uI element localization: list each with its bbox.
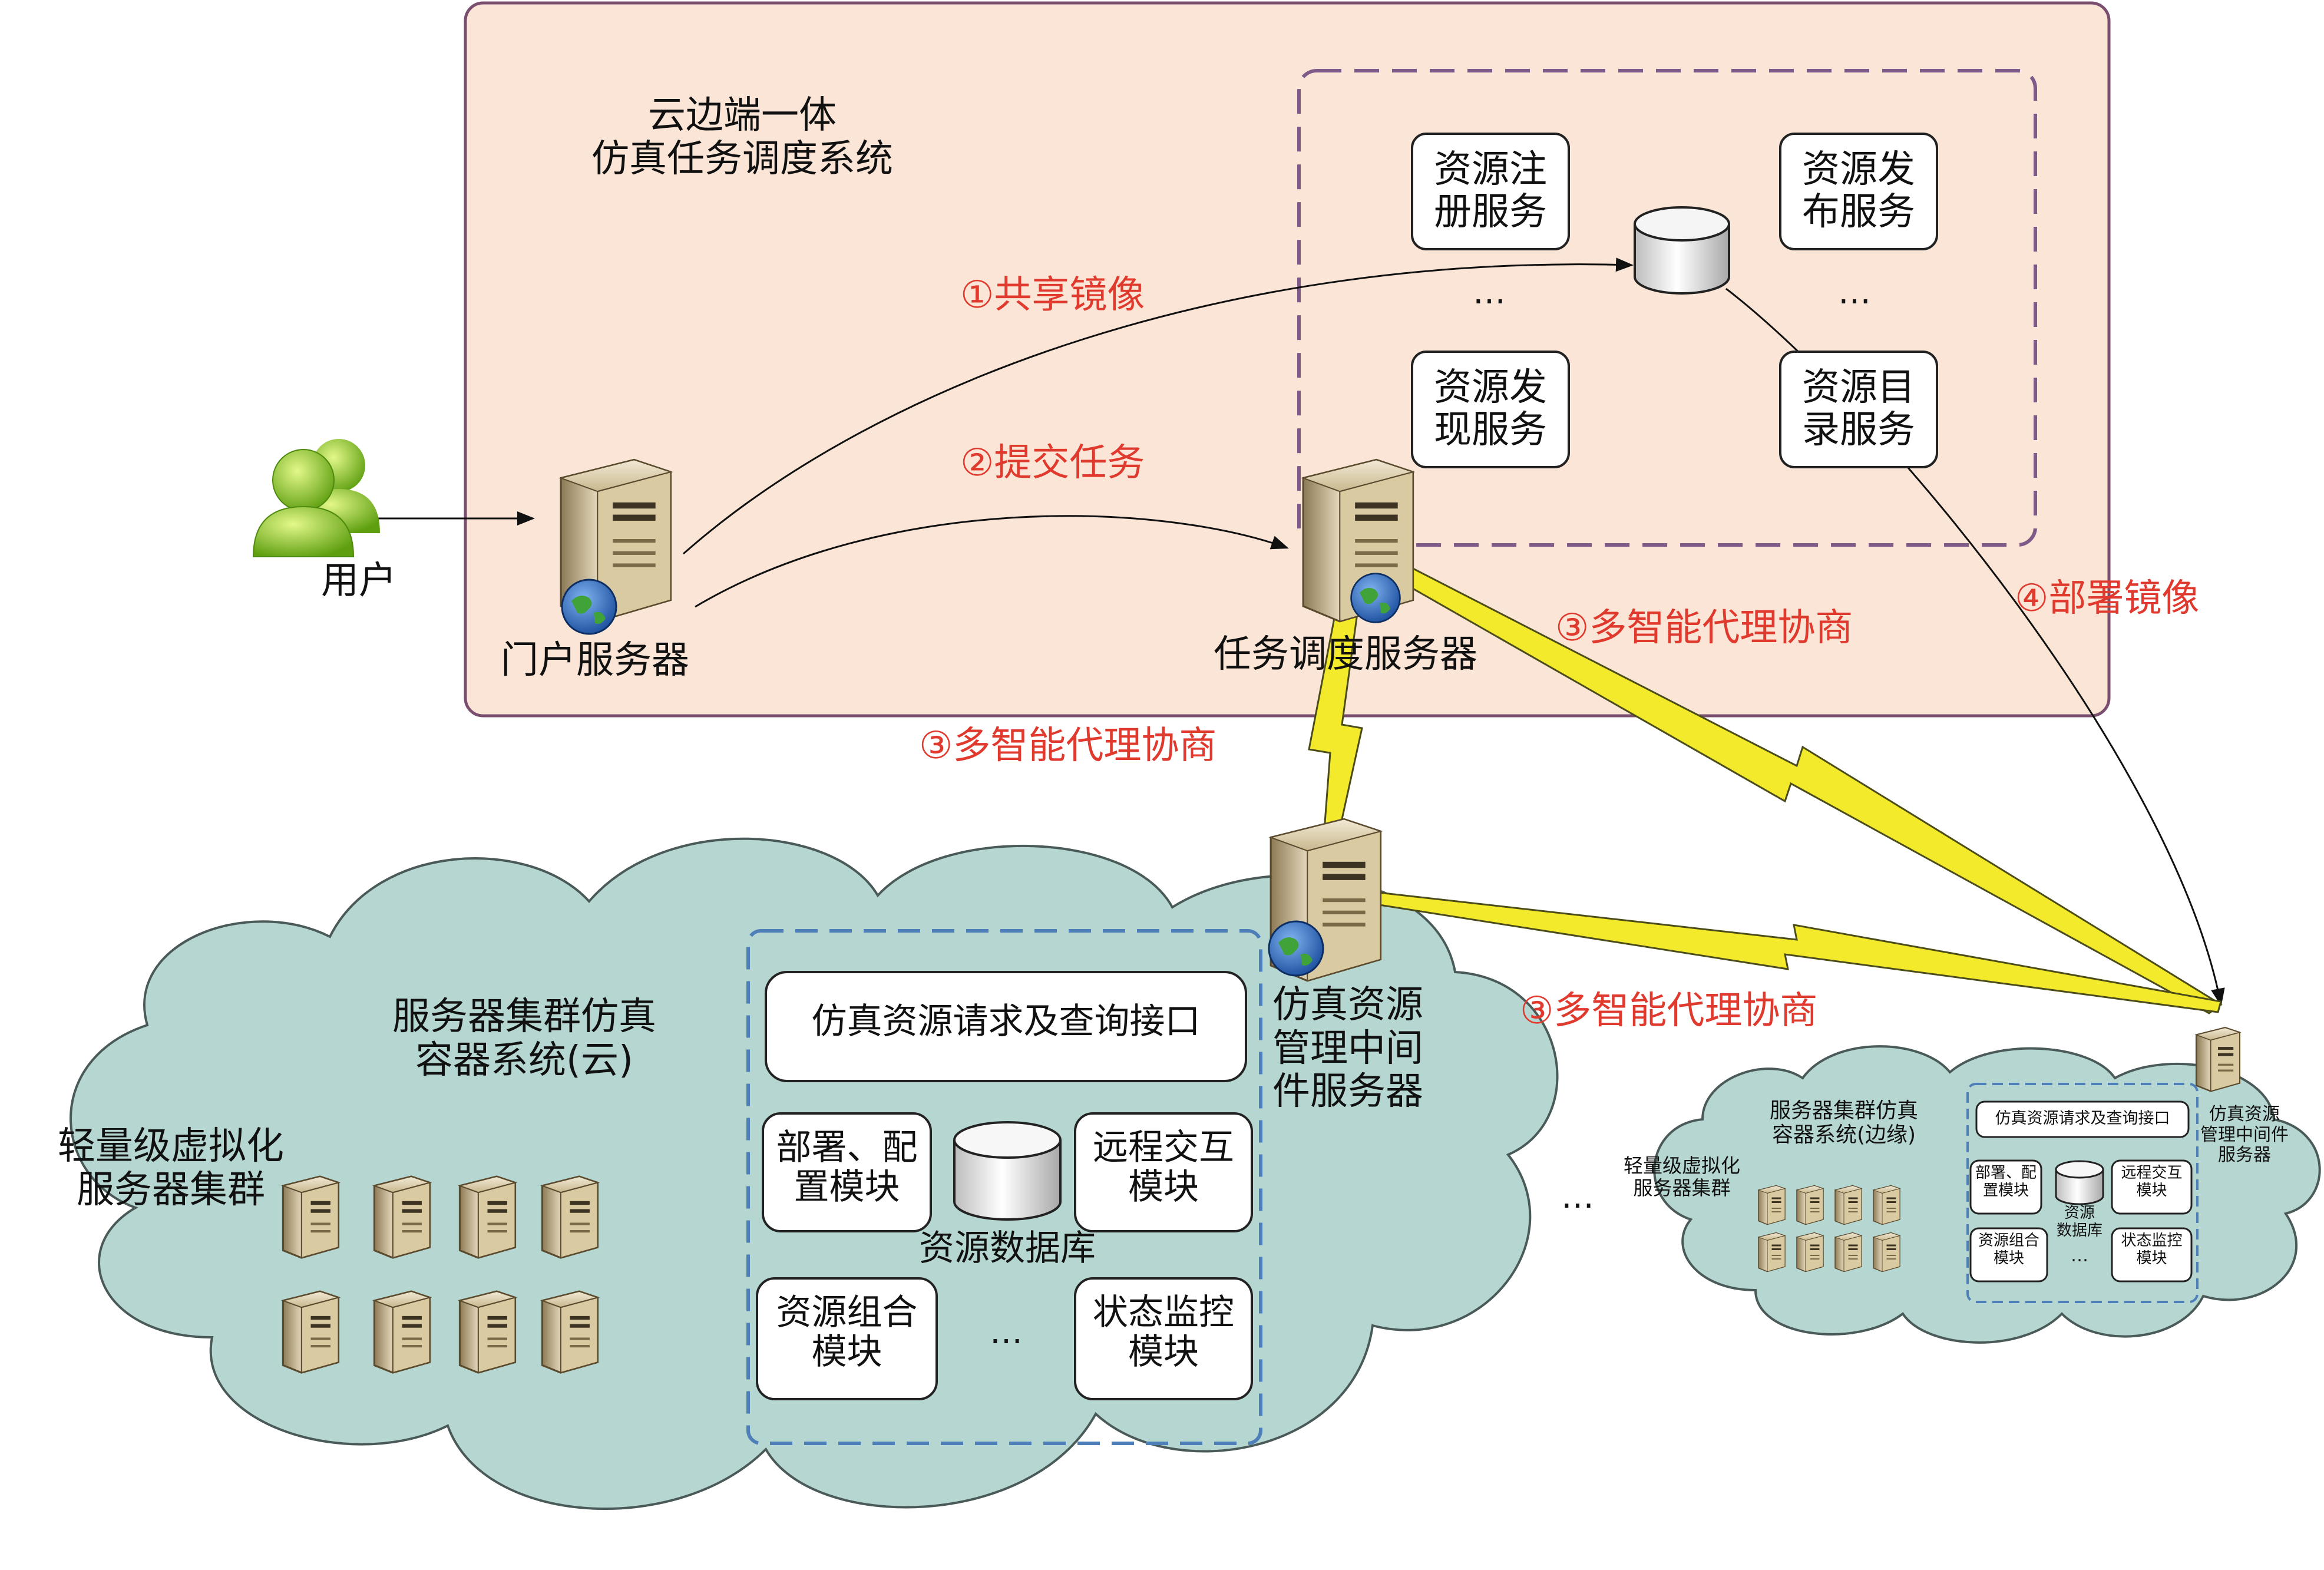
compose-module-box (756, 1277, 938, 1400)
service-catalog-label: 资源目录服务 (1802, 366, 1915, 452)
middleware-label-line1: 仿真资源 (1272, 983, 1423, 1027)
edge-interface-label: 仿真资源请求及查询接口 (1995, 1109, 2170, 1128)
monitor-module-box (1074, 1277, 1253, 1400)
edge-database-label-line2: 数据库 (2056, 1221, 2102, 1240)
edge-module-ellipsis: … (2071, 1245, 2088, 1266)
edge-middleware-label: 仿真资源 管理中间件 服务器 (2180, 1104, 2309, 1166)
main-cluster-label-line2: 服务器集群 (77, 1168, 265, 1212)
service-register: 资源注册服务 (1411, 133, 1570, 250)
edge-cluster-label-line1: 轻量级虚拟化 (1624, 1154, 1740, 1177)
main-cloud-title: 服务器集群仿真 容器系统(云) (359, 995, 689, 1082)
between-clouds-ellipsis: … (1561, 1178, 1594, 1216)
service-discover-label: 资源发现服务 (1434, 366, 1547, 452)
deploy-module-box (762, 1112, 932, 1232)
edge-middleware-server-icon (2195, 1027, 2241, 1092)
scheduler-server-icon (1302, 458, 1414, 623)
edge-cluster-label: 轻量级虚拟化 服务器集群 (1614, 1155, 1750, 1199)
flow-submit-task: ②提交任务 (960, 441, 1145, 485)
interface-label: 仿真资源请求及查询接口 (811, 1001, 1201, 1042)
main-cluster-label-line1: 轻量级虚拟化 (58, 1125, 284, 1168)
edge-database-label: 资源 数据库 (2044, 1204, 2115, 1240)
main-module-dashed-box (746, 929, 1262, 1445)
arrow-share-image (683, 257, 1634, 555)
scheduler-server-label: 任务调度服务器 (1214, 633, 1477, 676)
edge-database-cylinder-icon (2055, 1160, 2104, 1205)
system-title-line1: 云边端一体 (648, 94, 837, 137)
flow-negotiate-left: ③多智能代理协商 (919, 724, 1217, 768)
service-catalog: 资源目录服务 (1779, 351, 1938, 468)
edge-monitor-label: 状态监控模块 (2121, 1232, 2183, 1267)
main-cluster-label: 轻量级虚拟化 服务器集群 (24, 1125, 318, 1212)
edge-remote-label: 远程交互模块 (2121, 1164, 2183, 1199)
middleware-label-line3: 件服务器 (1272, 1070, 1423, 1114)
services-dashed-box (1297, 69, 2037, 547)
lightning-middleware-edge (1374, 891, 2222, 1013)
flow-deploy-image: ④部署镜像 (2015, 577, 2200, 620)
edge-compose-box (1969, 1227, 2048, 1283)
user-label: 用户 (321, 559, 396, 603)
system-title-line2: 仿真任务调度系统 (591, 137, 893, 181)
edge-interface-box (1975, 1100, 2190, 1138)
interface-box (765, 971, 1247, 1082)
edge-cloud-title: 服务器集群仿真 容器系统(边缘) (1747, 1099, 1941, 1148)
main-database-cylinder-icon (953, 1121, 1062, 1221)
main-module-ellipsis: … (990, 1313, 1023, 1351)
middleware-label-line2: 管理中间 (1272, 1026, 1423, 1070)
services-ellipsis-left: … (1473, 273, 1506, 312)
edge-remote-box (2111, 1159, 2193, 1215)
middleware-server-icon (1268, 818, 1382, 982)
edge-database-label-line1: 资源 (2064, 1204, 2095, 1222)
service-publish: 资源发布服务 (1779, 133, 1938, 250)
user-group-icon (252, 439, 380, 557)
edge-cluster-label-line2: 服务器集群 (1633, 1176, 1731, 1199)
edge-cloud-title-line2: 容器系统(边缘) (1771, 1123, 1916, 1148)
edge-monitor-box (2111, 1227, 2193, 1283)
portal-server-label: 门户服务器 (501, 639, 689, 682)
service-discover: 资源发现服务 (1411, 351, 1570, 468)
edge-cloud-title-line1: 服务器集群仿真 (1769, 1099, 1918, 1123)
flow-negotiate-right: ③多智能代理协商 (1555, 606, 1853, 650)
edge-deploy-box (1969, 1159, 2042, 1215)
services-ellipsis-right: … (1838, 273, 1871, 312)
edge-middleware-label-line2: 管理中间件 (2200, 1124, 2289, 1145)
database-label: 资源数据库 (919, 1228, 1096, 1269)
remote-module-label: 远程交互模块 (1093, 1127, 1234, 1208)
database-cylinder-icon (1634, 206, 1730, 295)
edge-deploy-label: 部署、配置模块 (1975, 1164, 2037, 1199)
main-cloud-title-line2: 容器系统(云) (415, 1038, 633, 1082)
compose-module-label: 资源组合模块 (776, 1292, 918, 1373)
middleware-server-label: 仿真资源 管理中间 件服务器 (1272, 983, 1423, 1114)
service-register-label: 资源注册服务 (1434, 148, 1547, 234)
arrow-submit-task (695, 515, 1289, 608)
system-title: 云边端一体 仿真任务调度系统 (589, 94, 895, 181)
edge-middleware-label-line3: 服务器 (2218, 1145, 2271, 1165)
flow-share-image: ①共享镜像 (960, 273, 1145, 317)
remote-module-box (1074, 1112, 1253, 1232)
main-cloud-title-line1: 服务器集群仿真 (392, 995, 656, 1039)
deploy-module-label: 部署、配置模块 (776, 1127, 918, 1208)
edge-middleware-label-line1: 仿真资源 (2209, 1104, 2280, 1125)
monitor-module-label: 状态监控模块 (1093, 1292, 1234, 1373)
edge-compose-label: 资源组合模块 (1978, 1232, 2039, 1267)
edge-module-dashed-box (1966, 1083, 2199, 1303)
service-publish-label: 资源发布服务 (1802, 148, 1915, 234)
flow-negotiate-bottom: ③多智能代理协商 (1520, 989, 1818, 1033)
